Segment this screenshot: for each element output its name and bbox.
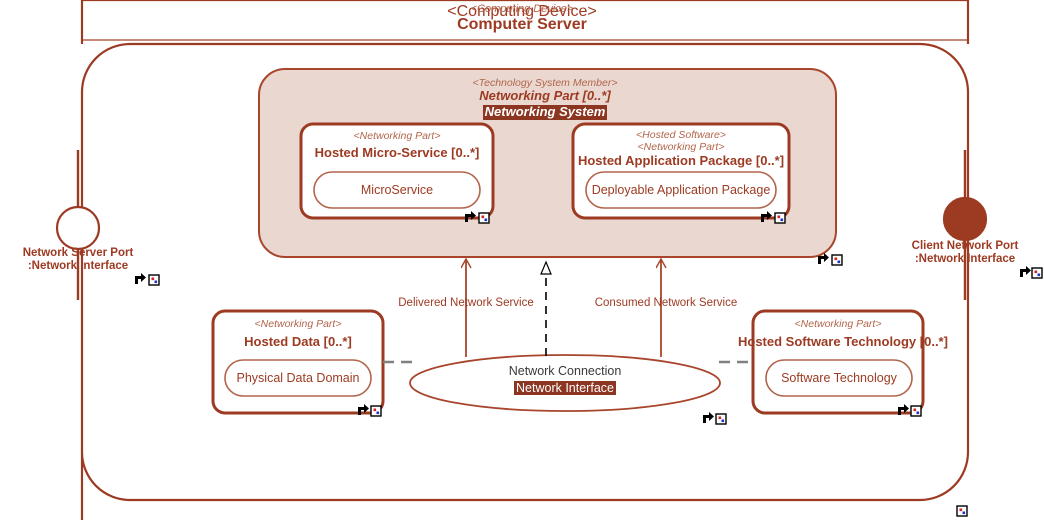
marker-dot-blue xyxy=(837,260,841,264)
hosted-data-type-label: Physical Data Domain xyxy=(236,371,360,385)
badge-group-hosted-software-technology[interactable] xyxy=(898,404,922,417)
anchor-glyph-icon[interactable] xyxy=(703,412,714,423)
hosted-software-technology-name: Hosted Software Technology [0..*] xyxy=(738,334,948,349)
hosted-data-stereotype: <Networking Part> xyxy=(254,318,342,330)
anchor-glyph-icon[interactable] xyxy=(818,253,829,264)
hosted-micro-service-stereotype: <Networking Part> xyxy=(353,130,441,142)
marker-dot-blue xyxy=(1037,273,1041,277)
hosted-application-package-name: Hosted Application Package [0..*] xyxy=(577,153,785,168)
page-title: Computer Server xyxy=(457,16,587,33)
networking-system-stereotype: <Technology System Member> xyxy=(472,77,618,89)
type-software-technology xyxy=(765,359,913,397)
badge-group-hosted-micro-service[interactable] xyxy=(465,211,490,224)
anchor-glyph-icon[interactable] xyxy=(465,211,476,222)
anchor-glyph-icon[interactable] xyxy=(135,273,146,284)
hosted-software-technology-type-label: Software Technology xyxy=(781,371,897,385)
anchor-glyph-icon[interactable] xyxy=(358,404,369,415)
network-server-port-type: :Network Interface xyxy=(27,260,129,272)
badge-group-hosted-application-package[interactable] xyxy=(761,211,786,224)
marker-dot-blue xyxy=(916,411,920,415)
computer-server-frame xyxy=(80,42,970,520)
marker-dot-red xyxy=(373,408,377,412)
marker-dot-red xyxy=(913,408,917,412)
network-connection-name: Network Connection xyxy=(508,364,622,378)
type-physical-data-domain xyxy=(224,359,372,397)
marker-dot-red xyxy=(151,277,155,281)
marker-dot-blue xyxy=(962,511,966,515)
label-delivered-network-service: Delivered Network Service xyxy=(398,297,534,309)
hosted-software-technology-stereotype: <Networking Part> xyxy=(794,318,882,330)
client-network-port-ball[interactable] xyxy=(942,196,988,242)
marker-dot-blue xyxy=(484,218,488,222)
client-network-port-name: Client Network Port xyxy=(911,240,1019,252)
hosted-micro-service-type-label: MicroService xyxy=(360,183,434,197)
network-connection-interface: Network Interface xyxy=(465,379,665,397)
networking-system-type-label: Networking System xyxy=(482,104,608,120)
marker-dot-red xyxy=(1034,270,1038,274)
badge-group-client-network-port[interactable] xyxy=(1020,266,1043,279)
anchor-glyph-icon[interactable] xyxy=(898,404,909,415)
hosted-application-package-stereotype-1: <Hosted Software> xyxy=(636,129,726,141)
type-microservice xyxy=(313,171,481,209)
network-server-port-socket[interactable] xyxy=(55,205,101,251)
hosted-micro-service-name: Hosted Micro-Service [0..*] xyxy=(314,145,480,160)
networking-system-name: Networking Part [0..*] xyxy=(479,88,611,103)
marker-dot-blue xyxy=(154,280,158,284)
marker-dot-red xyxy=(481,215,485,219)
marker-dot-red xyxy=(834,257,838,261)
marker-dot-red xyxy=(777,215,781,219)
hosted-data-name: Hosted Data [0..*] xyxy=(244,334,352,349)
marker-dot-blue xyxy=(376,411,380,415)
marker-dot-red xyxy=(718,416,722,420)
marker-dot-blue xyxy=(721,419,725,423)
client-network-port-type: :Network Interface xyxy=(914,253,1016,265)
marker-dot-red xyxy=(959,508,963,512)
badge-group-network-server-port[interactable] xyxy=(135,273,160,286)
badge-group-networking-system[interactable] xyxy=(818,253,843,266)
network-connection-interface-label: Network Interface xyxy=(514,381,616,395)
badge-group-frame[interactable] xyxy=(956,505,968,517)
frame-stereotype: <Computing Device> xyxy=(447,3,597,20)
type-deployable-application-package xyxy=(585,171,777,209)
badge-group-hosted-data[interactable] xyxy=(358,404,382,417)
hosted-application-package-type-label: Deployable Application Package xyxy=(591,183,771,197)
marker-dot-blue xyxy=(780,218,784,222)
anchor-glyph-icon[interactable] xyxy=(761,211,772,222)
networking-system-type: Networking System xyxy=(395,103,695,121)
hosted-application-package-stereotype-2: <Networking Part> xyxy=(637,141,725,153)
frame-stereotype-text: <Computing Device> xyxy=(470,3,574,15)
badge-group-network-connection[interactable] xyxy=(703,412,727,425)
label-consumed-network-service: Consumed Network Service xyxy=(594,297,738,309)
anchor-glyph-icon[interactable] xyxy=(1020,266,1031,277)
network-server-port-name: Network Server Port xyxy=(22,247,134,259)
